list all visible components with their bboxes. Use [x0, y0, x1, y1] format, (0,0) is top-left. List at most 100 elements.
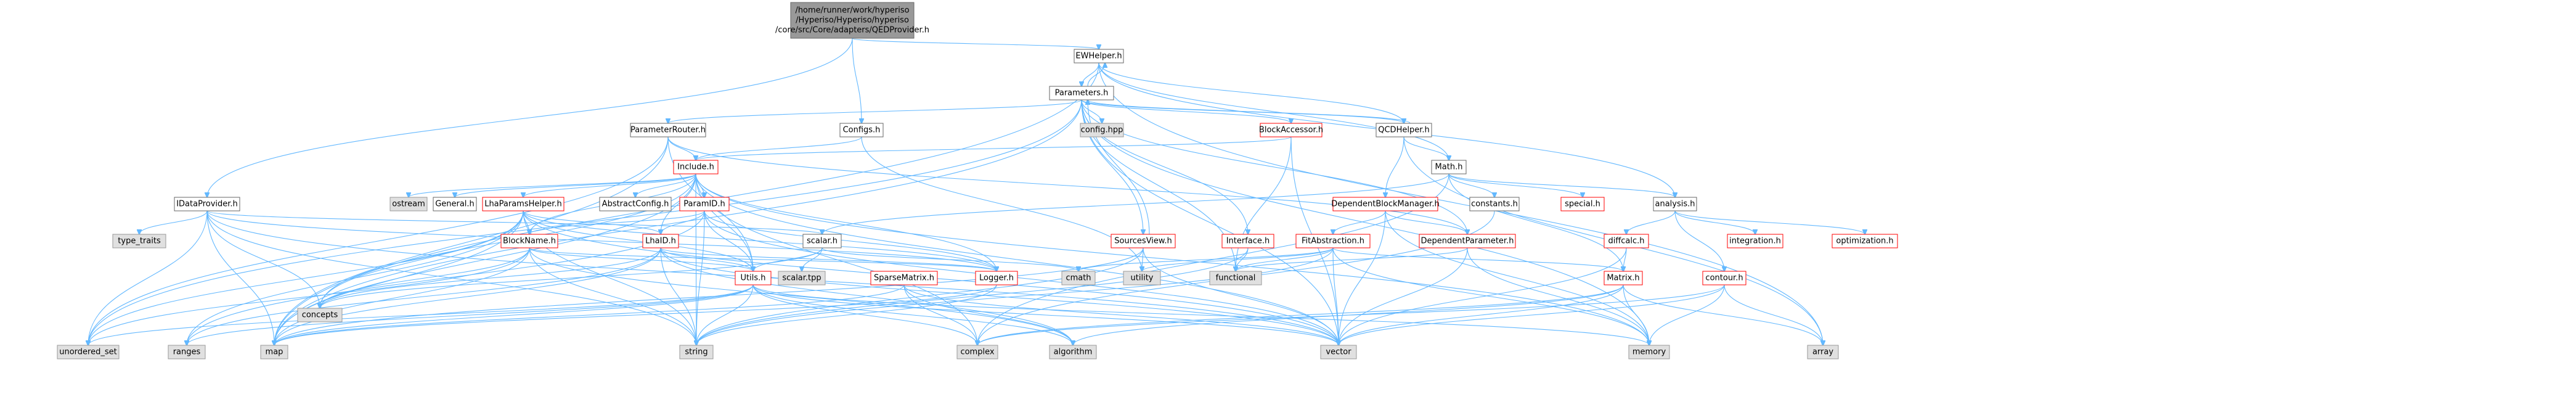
edge-path [206, 210, 274, 345]
node-include[interactable]: Include.h [673, 160, 719, 174]
edge-path [660, 247, 997, 271]
edge-path [903, 284, 1073, 345]
node-ewhelper[interactable]: EWHelper.h [1074, 49, 1124, 64]
edge-idataprov-to-map [206, 210, 274, 345]
node-box [1332, 197, 1438, 211]
node-parameters[interactable]: Parameters.h [1049, 86, 1114, 100]
node-general[interactable]: General.h [433, 197, 477, 211]
edge-path [696, 284, 997, 345]
edge-parameters-to-interface [1081, 99, 1248, 234]
edge-layer [88, 38, 1865, 345]
node-logger[interactable]: Logger.h [975, 271, 1018, 285]
node-box [1604, 234, 1649, 248]
edge-root-to-idataprov [207, 38, 853, 197]
node-label: DependentBlockManager.h [1331, 200, 1439, 209]
node-label: scalar.tpp [782, 274, 821, 283]
edge-path [696, 136, 1292, 160]
node-sourcesview[interactable]: SourcesView.h [1111, 234, 1176, 248]
node-box [1295, 234, 1371, 248]
node-constants[interactable]: constants.h [1469, 197, 1520, 211]
edge-path [752, 284, 1073, 345]
node-matrix[interactable]: Matrix.h [1604, 271, 1643, 285]
node-box [1111, 234, 1176, 248]
node-array: array [1807, 345, 1839, 359]
node-diffcalc[interactable]: diffcalc.h [1604, 234, 1649, 248]
edge-scalar-to-scalartpp [802, 247, 823, 271]
edge-idataprov-to-typetraits [139, 210, 208, 234]
edge-path [752, 284, 1649, 345]
edge-path [1448, 173, 1494, 197]
edge-path [1078, 247, 1334, 271]
edge-path [660, 247, 753, 271]
edge-path [529, 247, 753, 271]
edge-lhaid-to-map [274, 247, 661, 345]
edge-paramid-to-utils [704, 210, 753, 271]
node-analysis[interactable]: analysis.h [1653, 197, 1697, 211]
edge-path [1332, 247, 1339, 345]
edge-lhaid-to-utils [660, 247, 753, 271]
edge-path [1674, 210, 1755, 234]
node-blockname[interactable]: BlockName.h [500, 234, 558, 248]
node-label: BlockName.h [503, 237, 556, 246]
node-label: scalar.h [807, 237, 838, 246]
edge-fitabs-to-cmath [1078, 247, 1334, 271]
node-integration[interactable]: integration.h [1727, 234, 1783, 248]
edge-math-to-constants [1448, 173, 1494, 197]
node-paramrouter[interactable]: ParameterRouter.h [630, 123, 706, 137]
node-label: ranges [173, 348, 201, 357]
node-root[interactable]: /home/runner/work/hyperiso/Hyperiso/Hype… [775, 2, 929, 39]
edge-qcdhelper-to-math [1403, 136, 1449, 160]
edge-blockname-to-map [274, 247, 530, 345]
edge-blockname-to-unordset [88, 247, 530, 345]
node-abstractcfg[interactable]: AbstractConfig.h [599, 197, 672, 211]
edge-path [852, 38, 1099, 49]
node-fitabs[interactable]: FitAbstraction.h [1295, 234, 1371, 248]
edge-idataprov-to-concepts [206, 210, 320, 308]
node-paramid[interactable]: ParamID.h [679, 197, 730, 211]
node-label: functional [1216, 274, 1256, 283]
edge-path [320, 247, 530, 308]
node-blockacc[interactable]: BlockAccessor.h [1259, 123, 1323, 137]
node-configs[interactable]: Configs.h [839, 123, 884, 137]
node-utils[interactable]: Utils.h [735, 271, 772, 285]
node-label: cmath [1066, 274, 1091, 283]
node-depparam[interactable]: DependentParameter.h [1419, 234, 1516, 248]
edge-path [1339, 210, 1386, 345]
edge-lhaid-to-string [660, 247, 696, 345]
node-optimization[interactable]: optimization.h [1832, 234, 1898, 248]
edge-idataprov-to-scalar [206, 210, 822, 234]
node-contour[interactable]: contour.h [1702, 271, 1747, 285]
edge-sourcesview-to-map [274, 247, 1144, 345]
edge-parameters-to-vector [1081, 99, 1339, 345]
edge-include-to-abstractcfg [635, 173, 696, 197]
edge-blockname-to-algorithm [529, 247, 1073, 345]
node-scalar[interactable]: scalar.h [802, 234, 842, 248]
node-special[interactable]: special.h [1560, 197, 1605, 211]
node-sparsematrix[interactable]: SparseMatrix.h [870, 271, 938, 285]
node-box [168, 345, 206, 359]
edge-path [695, 173, 753, 271]
edge-path [1236, 247, 1334, 271]
node-idataprov[interactable]: IDataProvider.h [174, 197, 240, 211]
node-box [975, 271, 1018, 285]
edge-contour-to-memory [1649, 284, 1725, 345]
node-box [112, 234, 166, 248]
node-box [1832, 234, 1898, 248]
edge-path [1385, 210, 1649, 345]
node-lhaid[interactable]: LhaID.h [642, 234, 679, 248]
node-box [673, 160, 719, 174]
node-qcdhelper[interactable]: QCDHelper.h [1376, 123, 1432, 137]
edge-depparam-to-vector [1339, 247, 1468, 345]
node-label: QCDHelper.h [1378, 126, 1429, 135]
node-label: vector [1326, 348, 1351, 357]
edge-path [88, 247, 530, 345]
node-box [1376, 123, 1432, 137]
edge-path [88, 210, 208, 345]
edge-path [753, 247, 823, 271]
node-lhaparams[interactable]: LhaParamsHelper.h [482, 197, 565, 211]
node-depblockmgr[interactable]: DependentBlockManager.h [1331, 197, 1440, 211]
edge-path [1339, 247, 1627, 345]
node-math[interactable]: Math.h [1431, 160, 1467, 174]
node-label: General.h [435, 200, 475, 209]
node-interface[interactable]: Interface.h [1221, 234, 1274, 248]
